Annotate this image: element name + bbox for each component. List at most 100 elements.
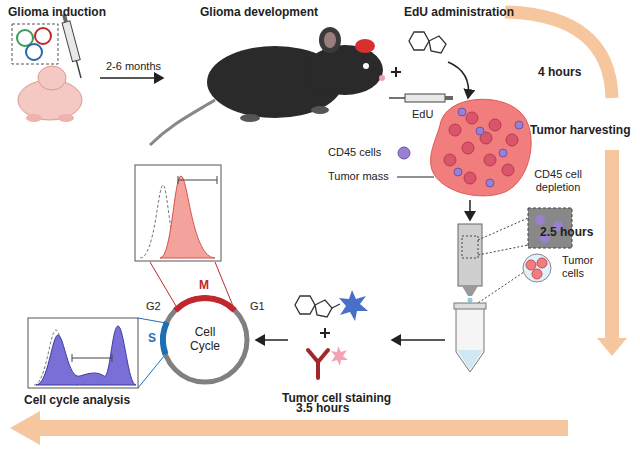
- tumor-mass: [449, 124, 461, 136]
- tumor-mass: [506, 134, 518, 146]
- time-arrow: [605, 150, 619, 340]
- tumor-mass: [431, 99, 532, 196]
- tumor-mass: [499, 149, 507, 157]
- tumor-mass: [502, 164, 514, 176]
- edu-molecule: [409, 32, 446, 53]
- syringe: [76, 61, 81, 78]
- cell-cycle-ring: [163, 322, 167, 354]
- edu-molecule: [429, 36, 446, 53]
- histogram: [138, 318, 166, 323]
- tumor-mass: [486, 179, 494, 187]
- arrow: [256, 339, 288, 341]
- duration-label: 3.5 hours: [296, 402, 349, 416]
- plus-sign: [395, 67, 397, 77]
- tumor-mass: [489, 119, 501, 131]
- antibody: [308, 350, 328, 378]
- column: [478, 218, 528, 240]
- fluorophore: [339, 290, 368, 321]
- plus-sign: [391, 67, 401, 77]
- syringe: [389, 94, 453, 102]
- mouse-pup: [18, 66, 82, 122]
- syringe: [60, 13, 85, 79]
- column: [458, 208, 572, 303]
- reagent-label: EdU: [412, 108, 433, 121]
- tumor-mass: [476, 127, 484, 135]
- histogram: [178, 180, 217, 181]
- histogram: [150, 262, 176, 306]
- dye-molecule: [315, 300, 332, 317]
- step-label: CD45 cell depletion: [528, 168, 588, 193]
- tumor-mass: [444, 154, 456, 166]
- cd45-cell: [398, 147, 410, 159]
- tumor-mass: [466, 112, 478, 124]
- column: [535, 215, 545, 225]
- phase-label: S: [148, 332, 156, 346]
- mouse-pup: [38, 66, 66, 90]
- histogram: [36, 326, 136, 385]
- histogram: [72, 354, 73, 362]
- arrow: [100, 77, 163, 79]
- mouse: [150, 100, 215, 145]
- dye-molecule: [332, 304, 340, 308]
- step-title: Tumor harvesting: [530, 124, 630, 138]
- dye-molecule: [295, 296, 315, 314]
- tube: [454, 303, 486, 309]
- tumor-cells: [523, 254, 551, 282]
- histogram: [135, 165, 233, 306]
- histogram: [28, 318, 138, 388]
- step-title: Cell cycle analysis: [24, 394, 130, 408]
- phase-label: G2: [146, 300, 161, 313]
- step-title: Glioma development: [200, 6, 318, 20]
- antibody: [318, 350, 328, 362]
- histogram: [217, 176, 218, 184]
- edu-molecule: [409, 32, 429, 50]
- tumor-mass: [444, 112, 518, 184]
- mouse-pup: [26, 114, 42, 122]
- mouse-pup: [58, 114, 74, 122]
- phase-label: M: [199, 279, 209, 293]
- plasmid-box: [17, 30, 33, 46]
- cell-cycle-circle: Cell Cycle: [160, 295, 250, 385]
- column: [462, 236, 478, 258]
- fluorophore: [331, 346, 348, 366]
- node-text: Cell Cycle: [179, 326, 231, 354]
- plus-sign: [324, 328, 326, 338]
- plasmid-box: [12, 24, 58, 64]
- cell-cycle-ring: [163, 298, 247, 382]
- dye-molecule: [295, 296, 340, 317]
- cell-cycle-ring: [175, 298, 234, 310]
- mouse: [324, 32, 336, 48]
- tumor-mass: [464, 172, 476, 184]
- duration-label: 4 hours: [538, 66, 581, 80]
- syringe: [62, 21, 80, 62]
- mouse: [311, 106, 329, 114]
- histogram: [112, 354, 113, 362]
- mouse: [240, 114, 260, 122]
- antibody: [316, 362, 320, 378]
- plasmid-box: [35, 28, 51, 44]
- histogram: [160, 176, 215, 258]
- tumor-cells: [475, 254, 551, 305]
- tumor-mass: [458, 108, 466, 116]
- column: [462, 286, 478, 296]
- tumor-mass: [515, 121, 523, 129]
- antibody: [308, 350, 318, 362]
- tumor-cells: [532, 269, 542, 279]
- mouse: [379, 75, 385, 81]
- arrow: [448, 62, 469, 98]
- duration-label: 2.5 hours: [540, 226, 593, 240]
- step-title: EdU administration: [404, 6, 514, 20]
- mouse: [307, 45, 383, 95]
- tube: [454, 303, 486, 372]
- time-arrow: [597, 338, 627, 356]
- duration-label: 2-6 months: [106, 60, 161, 73]
- part-label: CD45 cells: [328, 146, 381, 159]
- tumor-mass: [462, 142, 474, 154]
- histogram: [72, 358, 112, 359]
- phase-label: G1: [250, 300, 265, 313]
- syringe: [389, 97, 405, 99]
- time-arrow: [10, 411, 568, 445]
- tube: [456, 308, 484, 372]
- tumor-mass: [454, 168, 462, 176]
